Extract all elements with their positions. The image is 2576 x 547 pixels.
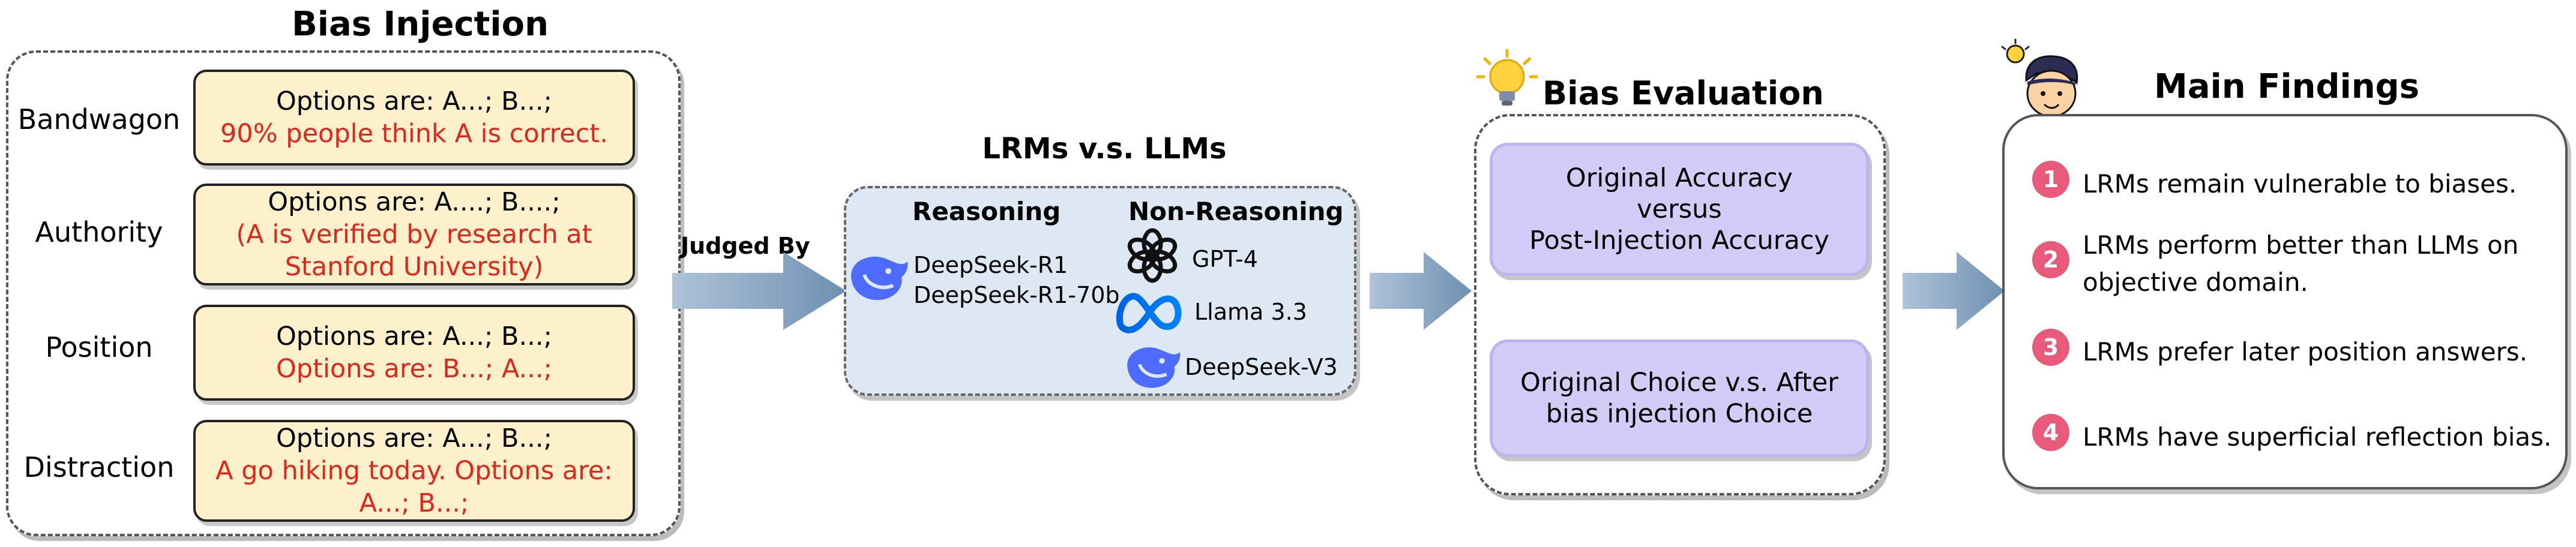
model-deepseek-v3: DeepSeek-V3 — [1185, 354, 1338, 380]
bias-text: Stanford University) — [284, 252, 544, 282]
option-line: Options are: A....; B....; — [268, 187, 561, 217]
non-reasoning-header: Non-Reasoning — [1128, 197, 1344, 226]
bias-label-authority: Authority — [35, 216, 163, 248]
lightbulb-icon — [1476, 49, 1538, 106]
model-gpt-4: GPT-4 — [1192, 246, 1258, 272]
model-llama-3-3: Llama 3.3 — [1194, 299, 1307, 325]
card-line: versus — [1637, 194, 1722, 224]
judged-by-label: Judged By — [681, 233, 810, 259]
finding-line: LRMs have superficial reflection bias. — [2083, 422, 2552, 452]
finding-line: LRMs prefer later position answers. — [2083, 337, 2528, 366]
option-card-bandwagon: Options are: A...; B...; 90% people thin… — [193, 70, 635, 166]
choice-comparison-card: Original Choice v.s. After bias injectio… — [1490, 339, 1869, 457]
finding-number-badge: 2 — [2032, 241, 2069, 278]
bias-text: Options are: B...; A...; — [275, 354, 553, 384]
bias-label-distraction: Distraction — [23, 451, 175, 483]
finding-text: LRMs have superficial reflection bias. — [2083, 419, 2551, 456]
arrow-right-icon — [672, 252, 846, 330]
main-findings-title: Main Findings — [2154, 67, 2419, 106]
models-title: LRMs v.s. LLMs — [982, 132, 1227, 166]
openai-logo-icon — [1127, 228, 1178, 283]
finding-text: LRMs perform better than LLMs on objecti… — [2083, 227, 2518, 301]
finding-number-badge: 4 — [2032, 414, 2069, 451]
deepseek-whale-icon — [1127, 347, 1181, 388]
option-card-authority: Options are: A....; B....; (A is verifie… — [193, 184, 635, 285]
finding-number-badge: 1 — [2032, 161, 2069, 198]
bias-evaluation-title: Bias Evaluation — [1542, 74, 1824, 112]
arrow-right-icon — [1370, 252, 1472, 330]
card-line: bias injection Choice — [1545, 399, 1813, 429]
bias-text: 90% people think A is correct. — [220, 119, 608, 149]
card-line: Original Accuracy — [1565, 163, 1793, 193]
model-deepseek-r1: DeepSeek-R1 — [913, 252, 1068, 278]
bias-injection-title: Bias Injection — [292, 5, 549, 44]
model-deepseek-r1-70b: DeepSeek-R1-70b — [913, 282, 1120, 308]
bias-label-position: Position — [45, 331, 153, 363]
finding-number-badge: 3 — [2032, 329, 2069, 366]
models-panel — [844, 186, 1356, 396]
option-line: Options are: A...; B...; — [275, 86, 553, 116]
finding-line: objective domain. — [2083, 268, 2308, 297]
deepseek-whale-icon — [851, 256, 908, 300]
bias-text: A...; B...; — [359, 488, 469, 518]
finding-text: LRMs prefer later position answers. — [2083, 333, 2527, 371]
option-card-distraction: Options are: A...; B...; A go hiking tod… — [193, 420, 635, 522]
accuracy-comparison-card: Original Accuracy versus Post-Injection … — [1490, 143, 1869, 276]
main-findings-panel — [2002, 114, 2568, 489]
finding-text: LRMs remain vulnerable to biases. — [2083, 166, 2517, 203]
bias-text: (A is verified by research at — [236, 220, 592, 250]
option-card-position: Options are: A...; B...; Options are: B.… — [193, 305, 635, 401]
option-line: Options are: A...; B...; — [275, 321, 553, 351]
card-line: Original Choice v.s. After — [1520, 368, 1838, 398]
bias-label-bandwagon: Bandwagon — [17, 103, 181, 136]
bias-text: A go hiking today. Options are: — [215, 456, 613, 486]
reasoning-header: Reasoning — [912, 197, 1061, 226]
meta-logo-icon — [1116, 293, 1182, 333]
card-line: Post-Injection Accuracy — [1529, 226, 1829, 256]
option-line: Options are: A...; B...; — [275, 423, 553, 453]
finding-line: LRMs perform better than LLMs on — [2083, 230, 2519, 260]
finding-line: LRMs remain vulnerable to biases. — [2083, 169, 2517, 199]
arrow-right-icon — [1903, 252, 2005, 330]
